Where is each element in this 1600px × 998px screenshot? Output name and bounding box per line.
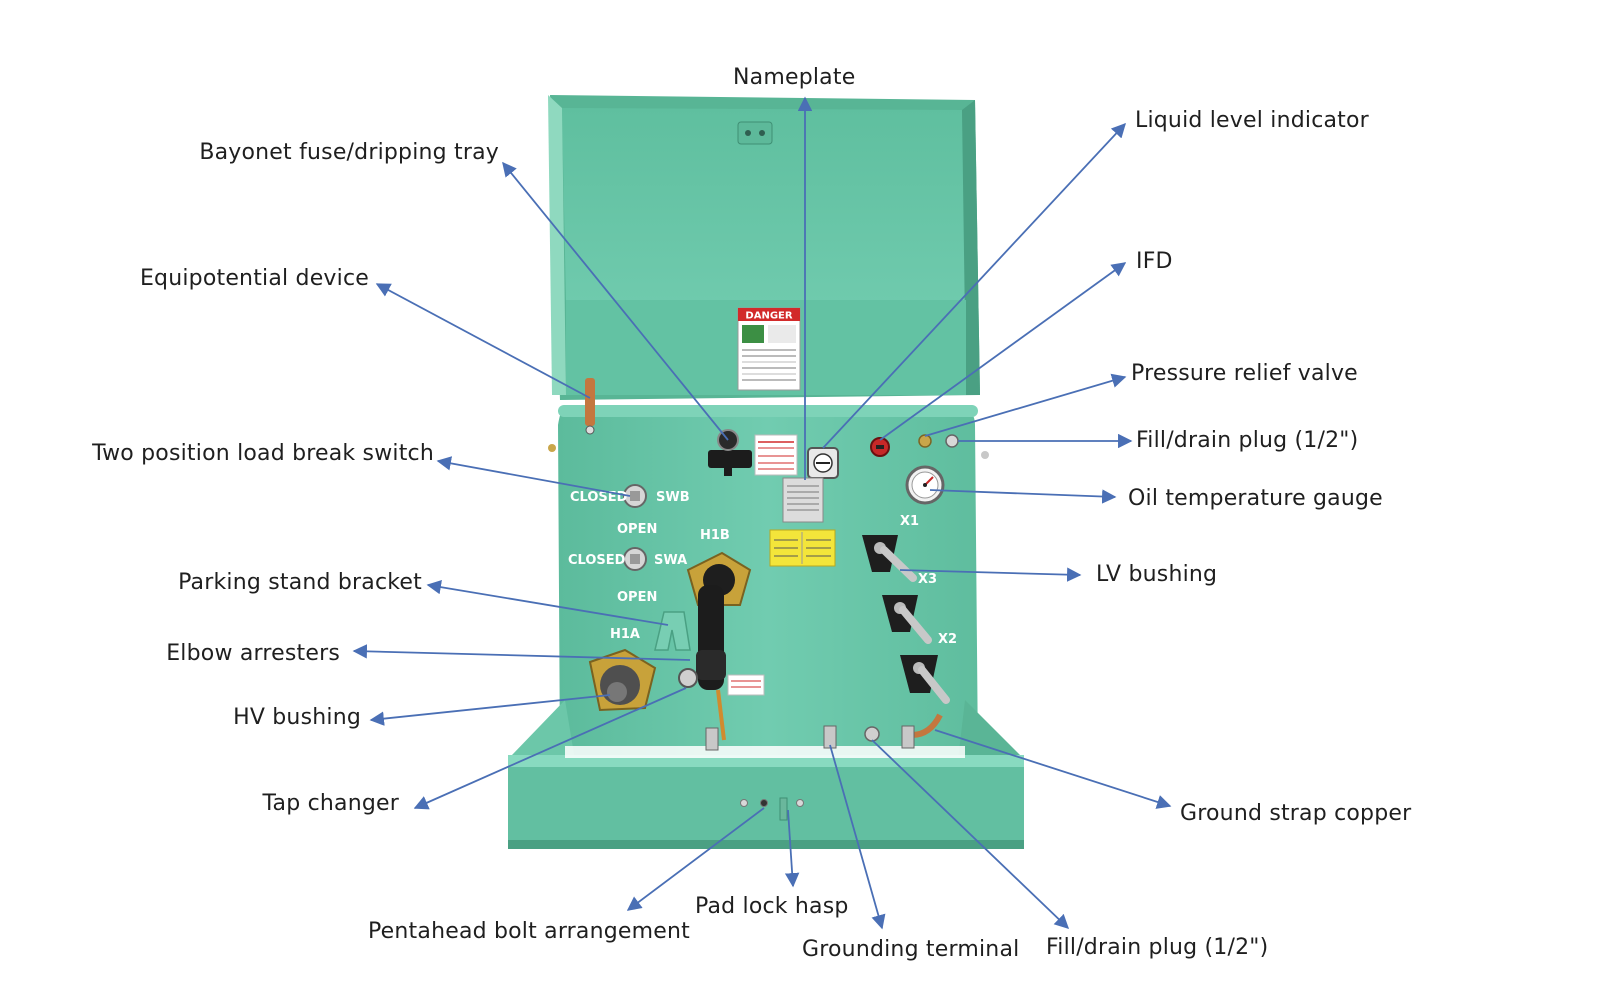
pad-lock-hasp: [740, 797, 804, 821]
closed-b-text: CLOSED: [570, 490, 628, 505]
label-fill-drain-plug-top: Fill/drain plug (1/2"): [1136, 428, 1359, 453]
arrow-two-position-switch: [436, 456, 631, 497]
label-pressure-relief-valve: Pressure relief valve: [1131, 361, 1358, 386]
arrow-equipotential: [375, 283, 591, 399]
label-pad-lock-hasp: Pad lock hasp: [695, 894, 849, 919]
arrow-oil-temperature: [929, 489, 1117, 504]
label-ifd: IFD: [1136, 249, 1173, 274]
label-elbow-arresters: Elbow arresters: [166, 641, 340, 666]
h1a-text: H1A: [610, 627, 640, 642]
arrow-hv-bushing: [369, 694, 611, 726]
label-equipotential-device: Equipotential device: [139, 266, 369, 291]
label-tap-changer: Tap changer: [262, 791, 399, 816]
caution-stickers: [769, 529, 836, 567]
side-bolt-right: [981, 451, 989, 459]
arrow-grounding-terminal: [829, 744, 886, 930]
fuse-warning-sticker: [754, 434, 798, 476]
label-grounding-terminal: Grounding terminal: [802, 937, 1020, 962]
label-nameplate: Nameplate: [733, 65, 856, 90]
arrow-fill-drain-bottom: [871, 739, 1070, 929]
h1a-hv-bushing: H1A: [588, 627, 657, 712]
pressure-relief-valve: [918, 434, 932, 448]
arrow-parking-stand: [426, 580, 669, 626]
parking-stand-bracket: [654, 611, 691, 651]
arrow-pressure-relief: [924, 373, 1127, 437]
arrow-bayonet-fuse: [502, 161, 729, 441]
nameplate: [782, 477, 824, 523]
swb-text: SWB: [656, 490, 690, 505]
arrow-ifd: [879, 262, 1127, 441]
danger-text: DANGER: [745, 311, 792, 322]
label-oil-temperature-gauge: Oil temperature gauge: [1128, 486, 1383, 511]
h1b-elbow: H1B: [686, 528, 752, 741]
fill-drain-plug-top: [945, 434, 959, 448]
arrow-pad-lock: [784, 809, 800, 888]
danger-sticker: DANGER: [737, 307, 801, 391]
oil-temperature-gauge: [905, 465, 945, 505]
label-pentahead-bolt: Pentahead bolt arrangement: [368, 919, 690, 944]
ground-strap-copper: [911, 713, 943, 738]
label-parking-stand-bracket: Parking stand bracket: [178, 570, 422, 595]
elbow-warning-sticker: [727, 674, 765, 696]
open-a-text: OPEN: [617, 590, 657, 605]
lv-bushing-x1: X1: [862, 514, 919, 582]
arrow-lv-bushing: [899, 567, 1082, 582]
label-hv-bushing: HV bushing: [233, 705, 361, 730]
arrow-tap-changer: [413, 687, 687, 810]
ifd-indicator: [870, 437, 890, 457]
open-b-text: OPEN: [617, 522, 657, 537]
arrow-pentahead: [626, 807, 765, 911]
label-lv-bushing: LV bushing: [1096, 562, 1218, 587]
arrow-liquid-level: [822, 122, 1126, 449]
switch-swa: CLOSED SWA OPEN: [568, 547, 687, 605]
side-bolt-left: [548, 444, 556, 452]
x2-text: X2: [938, 632, 957, 647]
liquid-level-indicator: [807, 447, 839, 479]
label-fill-drain-plug-bottom: Fill/drain plug (1/2"): [1046, 935, 1269, 960]
x1-text: X1: [900, 514, 919, 529]
lv-bushing-x3: X3: [882, 572, 937, 644]
cabinet-door: [548, 95, 980, 400]
lv-bushing-x2: X2: [900, 632, 957, 704]
equipotential-strap: [585, 378, 595, 435]
arrow-ground-strap: [934, 729, 1172, 809]
x3-text: X3: [918, 572, 937, 587]
tap-changer: [678, 668, 698, 688]
label-two-position-switch: Two position load break switch: [92, 441, 434, 466]
label-liquid-level-indicator: Liquid level indicator: [1135, 108, 1369, 133]
h1b-text: H1B: [700, 528, 730, 543]
swa-text: SWA: [654, 553, 687, 568]
closed-a-text: CLOSED: [568, 553, 626, 568]
label-ground-strap-copper: Ground strap copper: [1180, 801, 1412, 826]
cabinet-body: [508, 405, 1024, 849]
arrow-elbow-arresters: [352, 644, 691, 661]
callout-arrows: [352, 96, 1172, 930]
label-bayonet-fuse: Bayonet fuse/dripping tray: [199, 140, 499, 165]
